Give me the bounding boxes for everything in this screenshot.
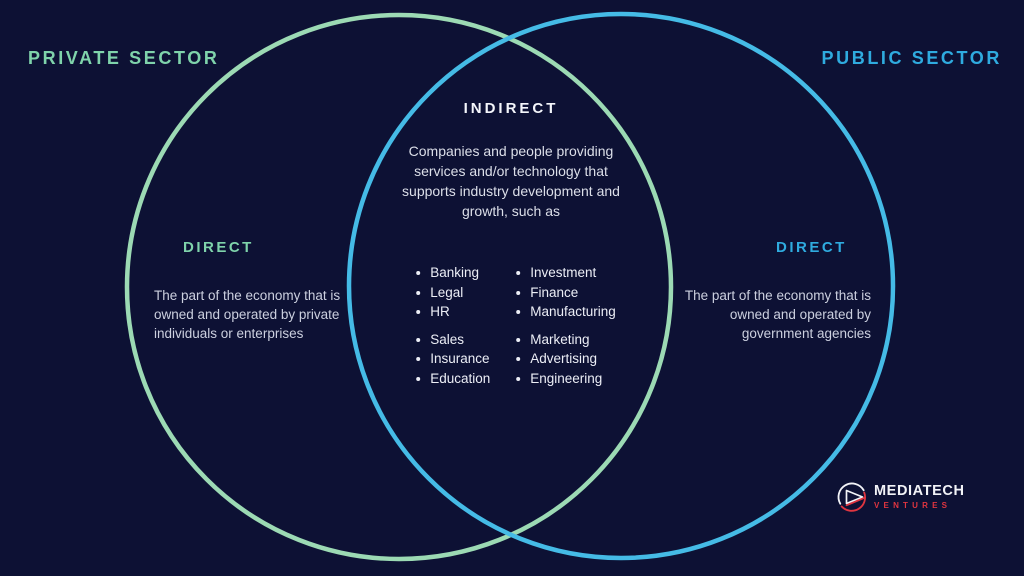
bullet-dot-icon: [416, 310, 421, 314]
bullet-item-label: HR: [430, 304, 450, 319]
bullet-item-label: Sales: [430, 331, 464, 347]
bullet-list-right: Investment Finance Manufacturing Marketi…: [516, 263, 616, 388]
bullet-item: HR: [416, 302, 490, 322]
bullet-item: Legal: [416, 283, 490, 303]
private-sector-circle: [124, 12, 674, 562]
play-circle-icon: [837, 482, 866, 512]
bullet-item: Manufacturing: [516, 302, 616, 322]
bullet-item-label: Education: [430, 370, 491, 386]
logo-text: MEDIATECH VENTURES: [874, 483, 965, 511]
bullet-dot-icon: [516, 310, 521, 314]
bullet-item: Investment: [516, 263, 616, 283]
bullet-dot-icon: [516, 290, 521, 295]
bullet-dot-icon: [516, 376, 521, 381]
bullet-item-label: Engineering: [530, 370, 603, 386]
bullet-dot-icon: [516, 357, 521, 361]
public-direct-label: DIRECT: [776, 239, 847, 256]
bullet-item: Banking: [416, 263, 490, 283]
bullet-item: Marketing: [516, 330, 616, 350]
bullet-item-label: Manufacturing: [530, 304, 616, 319]
bullet-dot-icon: [516, 337, 521, 342]
indirect-description: Companies and people providing services …: [402, 143, 620, 219]
logo-subtitle: VENTURES: [874, 501, 952, 510]
bullet-item: Insurance: [416, 349, 490, 369]
bullet-item: Advertising: [516, 349, 616, 369]
mediatech-logo: MEDIATECH VENTURES: [836, 481, 965, 513]
bullet-dot-icon: [416, 337, 421, 342]
bullet-item: Sales: [416, 330, 490, 350]
bullet-item: Finance: [516, 283, 616, 303]
bullet-item: Engineering: [516, 369, 616, 389]
bullet-dot-icon: [416, 290, 421, 295]
bullet-dot-icon: [416, 376, 421, 381]
public-sector-title: PUBLIC SECTOR: [821, 48, 1002, 68]
bullet-item: Education: [416, 369, 490, 389]
bullet-item-label: Banking: [430, 265, 479, 280]
bullet-item-label: Legal: [430, 284, 464, 300]
public-direct-description: The part of the economy that is owned an…: [684, 288, 871, 341]
bullet-item-label: Investment: [530, 265, 597, 280]
public-sector-circle: [346, 11, 896, 561]
private-direct-label: DIRECT: [183, 239, 254, 256]
bullet-dot-icon: [416, 271, 421, 275]
bullet-item-label: Insurance: [430, 351, 490, 366]
bullet-list-left: Banking Legal HR Sales Insurance Educati…: [416, 263, 490, 388]
private-direct-description: The part of the economy that is owned an…: [154, 288, 341, 341]
indirect-bullet-lists: Banking Legal HR Sales Insurance Educati…: [416, 263, 616, 388]
private-sector-title: PRIVATE SECTOR: [28, 48, 220, 68]
bullet-item-label: Marketing: [530, 331, 590, 347]
bullet-item-label: Finance: [530, 284, 579, 300]
bullet-item-label: Advertising: [530, 351, 598, 366]
bullet-dot-icon: [416, 357, 421, 361]
bullet-dot-icon: [516, 271, 521, 275]
logo-name: MEDIATECH: [874, 483, 965, 499]
indirect-label: INDIRECT: [463, 100, 559, 117]
